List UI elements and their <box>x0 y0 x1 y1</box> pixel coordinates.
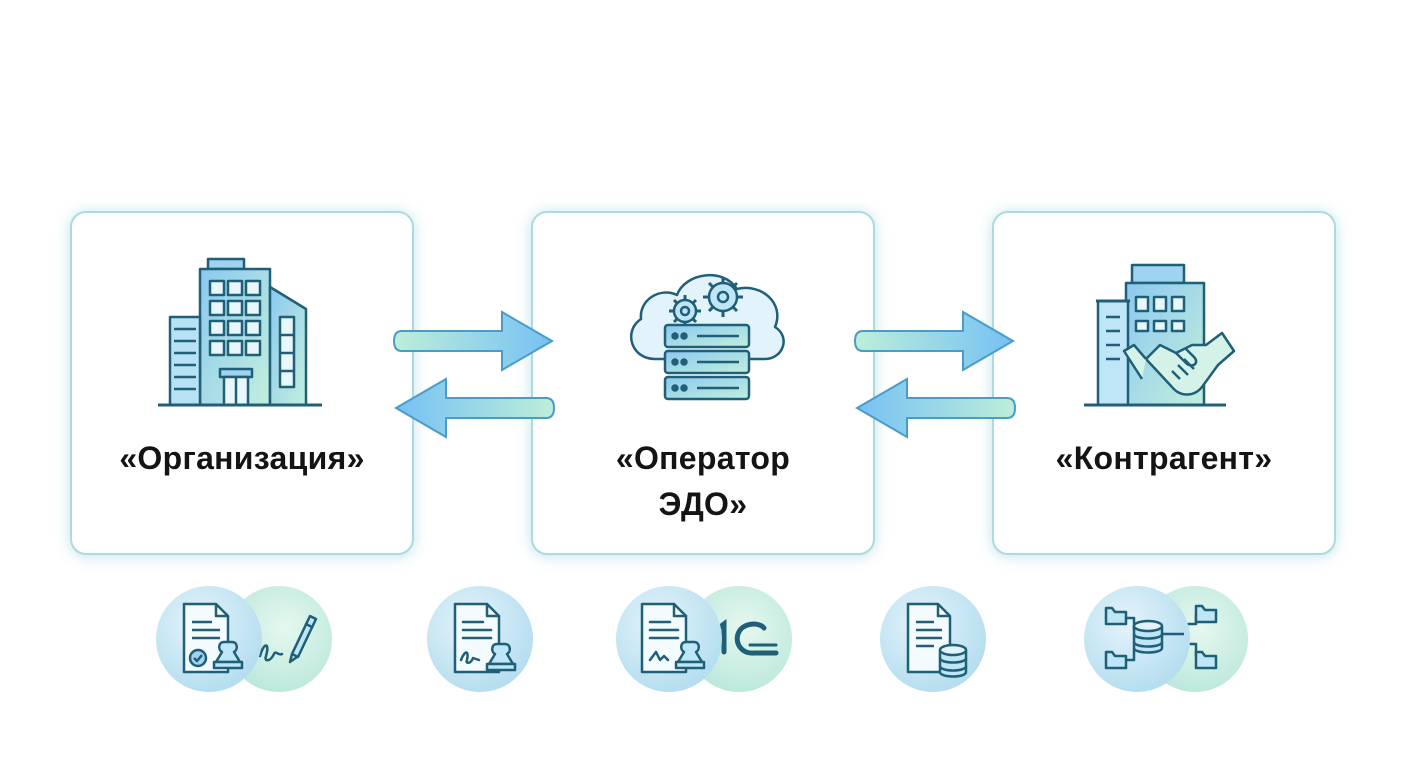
badge-database-folders-network <box>1084 586 1190 692</box>
stamped-document-icon <box>453 602 517 674</box>
signed-stamped-document-icon <box>640 602 706 674</box>
arrow-right-operator-to-counterparty <box>853 310 1015 372</box>
badge-document-database <box>880 586 986 692</box>
database-folders-network-icon <box>1104 606 1184 670</box>
arrow-right-organization-to-operator <box>392 310 554 372</box>
office-building-icon <box>158 257 322 407</box>
signature-pen-icon <box>258 614 318 664</box>
node-counterparty: «Контрагент» <box>992 211 1336 555</box>
badge-signed-stamped-document <box>616 586 722 692</box>
node-label-counterparty: «Контрагент» <box>1055 440 1273 476</box>
node-organization: «Организация» <box>70 211 414 555</box>
document-database-icon <box>906 602 968 678</box>
cloud-server-icon <box>630 274 785 401</box>
badge-stamped-document <box>427 586 533 692</box>
building-handshake-icon <box>1084 263 1236 407</box>
node-label-organization: «Организация» <box>119 440 365 476</box>
node-edo-operator: «Оператор ЭДО» <box>531 211 875 555</box>
arrow-left-counterparty-to-operator <box>855 377 1017 439</box>
arrow-left-operator-to-organization <box>394 377 556 439</box>
node-label-edo-operator: «Оператор ЭДО» <box>615 440 791 522</box>
badge-signed-document <box>156 586 262 692</box>
signed-document-icon <box>182 602 244 674</box>
folders-right-icon <box>1186 604 1218 670</box>
